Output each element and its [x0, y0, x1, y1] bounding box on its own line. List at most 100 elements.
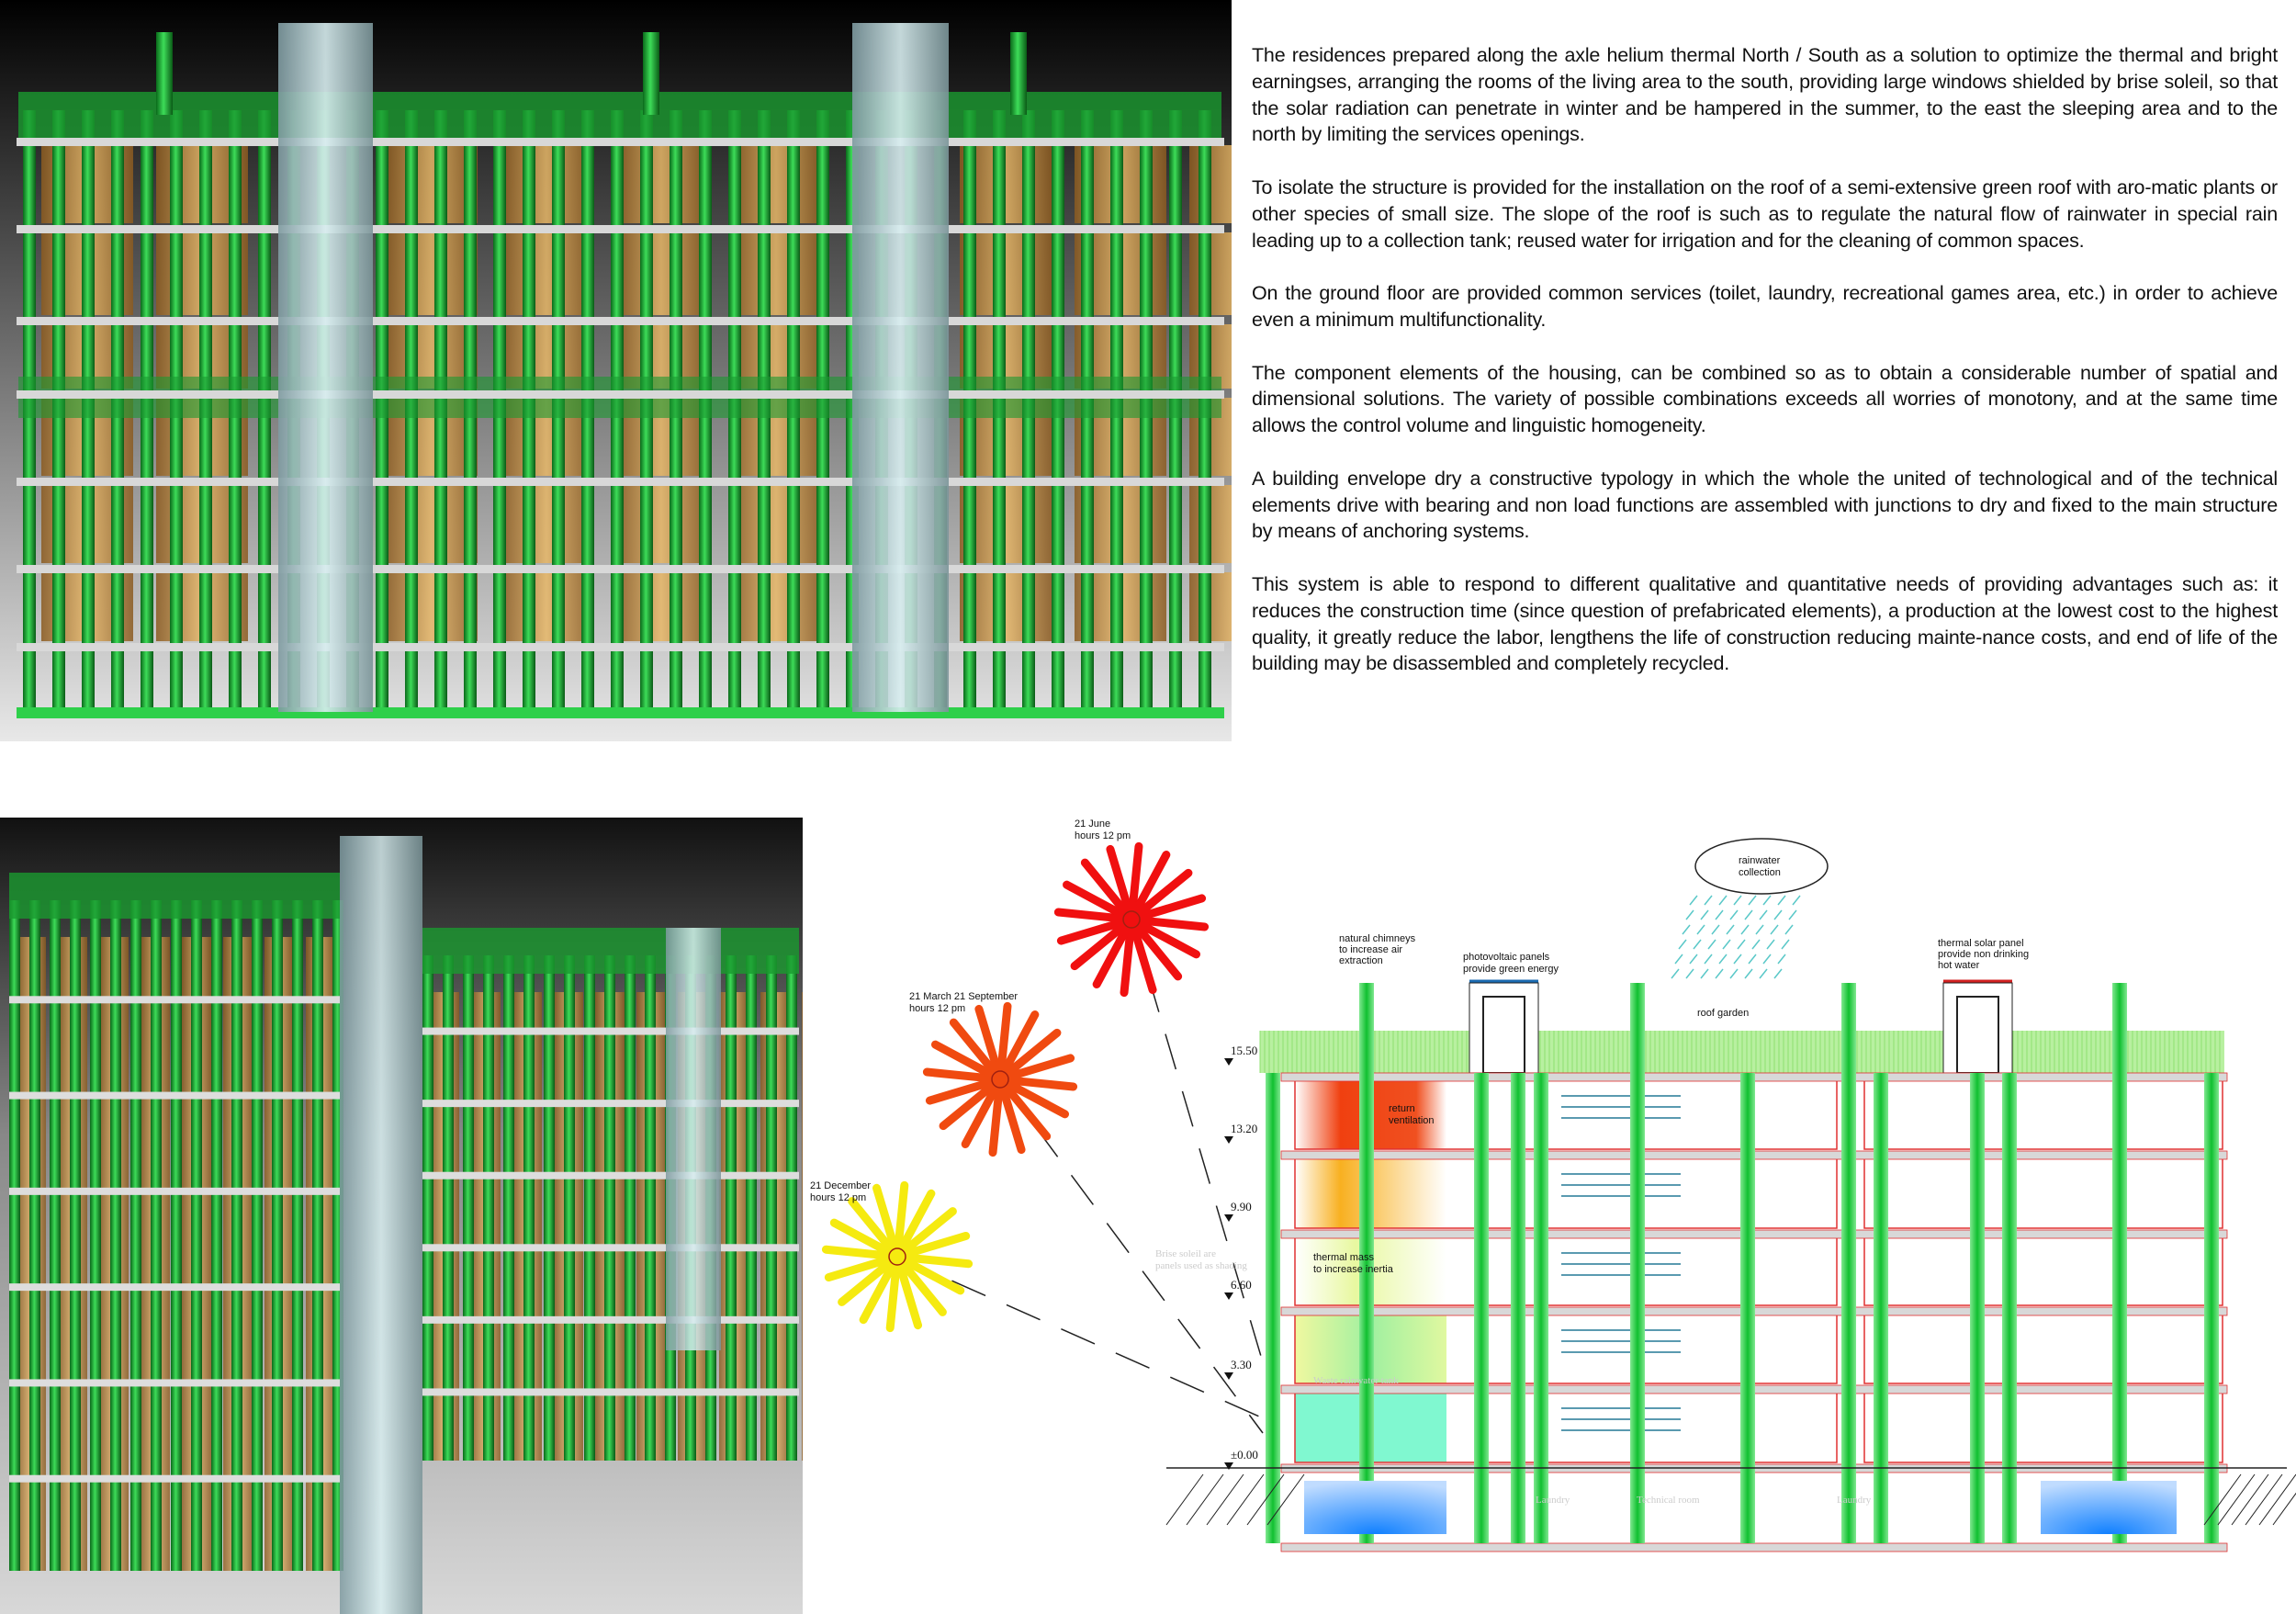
green-column	[90, 900, 101, 1571]
sun-ray	[1000, 1090, 1026, 1155]
sun-ray-line	[896, 1256, 1266, 1420]
sun-ray	[961, 1089, 996, 1148]
thermal-mass-label: to increase inertia	[1313, 1264, 1394, 1275]
description-text: The residences prepared along the axle h…	[1252, 42, 2278, 704]
level-marker-icon	[1224, 1462, 1233, 1470]
sun-icon	[879, 1238, 916, 1275]
sun-ray	[1008, 1028, 1062, 1074]
green-column	[2204, 1073, 2219, 1543]
chimney	[643, 32, 659, 115]
paragraph: The residences prepared along the axle h…	[1252, 44, 2278, 146]
level-label: 6.60	[1231, 1278, 1252, 1292]
window-bay	[615, 485, 707, 563]
floor-slab	[422, 1100, 799, 1108]
sun-ray	[848, 1197, 892, 1248]
apartment-outline	[1863, 1314, 2223, 1384]
sun-ray	[1140, 868, 1193, 914]
sun-icon	[1113, 901, 1150, 938]
front-elevation-render	[0, 0, 1232, 741]
window-bay	[501, 485, 592, 563]
green-column	[645, 955, 656, 1461]
green-column	[9, 900, 20, 1571]
green-column	[171, 900, 182, 1571]
green-column	[1970, 1073, 1985, 1543]
sun-ray	[872, 1183, 897, 1246]
sun-ray	[1070, 925, 1123, 971]
sun-ray	[908, 1231, 971, 1257]
rain-drop	[1707, 939, 1716, 950]
rain-drop	[1759, 968, 1768, 979]
floor-slab	[17, 225, 1224, 233]
level-label: 13.20	[1231, 1122, 1257, 1135]
rain-drop	[1674, 954, 1683, 965]
sun-ray	[988, 1091, 1003, 1157]
sun-label: hours 12 pm	[909, 1003, 965, 1014]
green-column	[231, 900, 242, 1571]
rain-drop	[1715, 968, 1724, 979]
green-column	[29, 900, 40, 1571]
green-column	[1630, 983, 1645, 1543]
window-bay	[386, 485, 478, 563]
sun-ray	[1080, 858, 1126, 911]
sun-spiral	[991, 1070, 1009, 1089]
green-column	[443, 955, 454, 1461]
green-column	[786, 955, 797, 1461]
rain-drop	[1715, 909, 1724, 920]
sun-ray	[885, 1269, 900, 1333]
green-column	[523, 955, 535, 1461]
sun-ray	[974, 1004, 1000, 1068]
chimney	[1010, 32, 1027, 115]
paragraph: A building envelope dry a constructive t…	[1252, 467, 2278, 543]
sun-ray	[1063, 880, 1121, 916]
floor-slab	[9, 1379, 340, 1387]
photovoltaic-label: provide green energy	[1463, 964, 1559, 975]
sun-ray	[1137, 928, 1183, 981]
floor-slab	[9, 1187, 340, 1195]
window-bay	[501, 145, 592, 223]
apartment-outline	[1863, 1236, 2223, 1306]
ground-hatch	[2245, 1473, 2283, 1526]
green-column	[50, 900, 61, 1571]
glass-tower-right	[852, 23, 949, 712]
rooftop-stair-box	[1942, 982, 2013, 1074]
sun-spiral	[888, 1247, 906, 1266]
rain-drop	[1685, 909, 1694, 920]
green-column	[1534, 1073, 1548, 1543]
roof-garden-label: roof garden	[1697, 1008, 1749, 1019]
rain-drop	[1704, 954, 1713, 965]
rain-drop	[1700, 909, 1709, 920]
level-marker-icon	[1224, 1372, 1233, 1380]
return-ventilation-label: return	[1389, 1103, 1415, 1114]
green-column	[766, 955, 777, 1461]
sun-ray	[1012, 1077, 1078, 1091]
green-column	[584, 955, 595, 1461]
sun-label: 21 December	[810, 1180, 871, 1191]
rain-drop	[1755, 924, 1764, 935]
sun-ray	[909, 1254, 974, 1269]
rain-drop	[1722, 939, 1731, 950]
rain-drop	[1729, 968, 1739, 979]
sun-ray	[1004, 1010, 1040, 1069]
sun-ray	[1131, 931, 1157, 995]
paragraph: The component elements of the housing, c…	[1252, 361, 2278, 437]
sun-ray	[821, 1245, 885, 1259]
floor-slab	[17, 317, 1224, 325]
glass-tower-front	[340, 836, 422, 1614]
window-bay	[501, 572, 592, 641]
sun-ray	[939, 1085, 992, 1131]
green-column	[191, 900, 202, 1571]
sun-label: hours 12 pm	[810, 1192, 866, 1203]
green-column	[1874, 1073, 1888, 1543]
rain-drop	[1671, 968, 1680, 979]
sun-ray	[895, 1180, 909, 1245]
rain-drop	[1685, 968, 1694, 979]
sun-ray	[1011, 1054, 1075, 1079]
sun-ray	[1053, 908, 1120, 922]
glass-tower-left	[278, 23, 373, 712]
sun-ray	[1135, 851, 1171, 909]
green-column	[604, 955, 615, 1461]
apartment-outline	[1863, 1157, 2223, 1229]
floor-slab	[9, 996, 340, 1004]
floor-slab	[422, 1244, 799, 1252]
